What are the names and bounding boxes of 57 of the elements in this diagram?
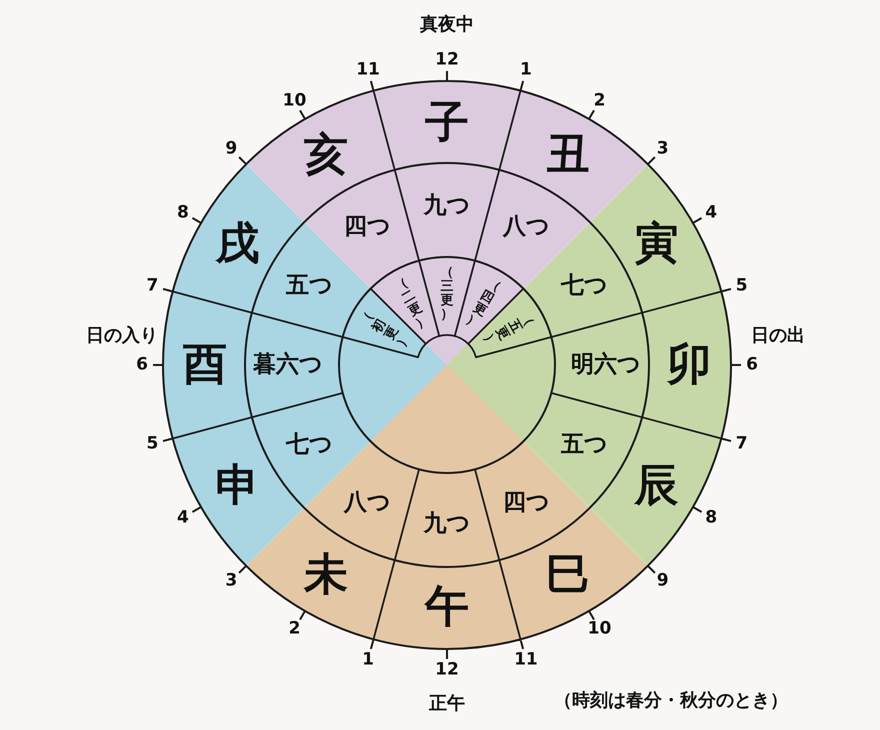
sector-label: 七つ	[286, 433, 333, 456]
hour-number: 1	[362, 651, 374, 668]
hour-number: 12	[435, 52, 459, 68]
sector-label: 未	[304, 552, 348, 597]
hour-number: 9	[225, 140, 238, 158]
time-label: 日の出	[751, 327, 805, 345]
hour-number: 5	[736, 278, 748, 295]
sector-label: 九つ	[424, 512, 470, 536]
sector-label: 子	[425, 101, 469, 145]
hour-number: 5	[146, 435, 158, 452]
hour-number: 9	[656, 572, 669, 590]
sector-label: 七つ	[561, 274, 608, 297]
hour-number: 10	[588, 620, 612, 638]
hour-number: 6	[746, 356, 758, 374]
hour-number: 7	[736, 435, 748, 452]
ring-sector	[394, 469, 500, 567]
time-label: 日の入り	[86, 327, 158, 345]
hour-number: 4	[705, 204, 718, 221]
sector-label: 卯	[667, 343, 711, 387]
ring-sector	[373, 560, 521, 649]
sector-label: 九つ	[424, 194, 470, 218]
sector-label: 戌	[215, 222, 260, 266]
hour-number: 4	[176, 509, 189, 526]
hour-number: 3	[656, 140, 669, 158]
hour-number: 2	[288, 620, 300, 638]
hour-number: 7	[146, 278, 158, 295]
sector-label: 巳	[546, 552, 590, 597]
sector-label: 八つ	[503, 216, 550, 239]
sector-label: 四つ	[503, 491, 550, 514]
time-label: 真夜中	[420, 16, 474, 34]
hour-number: 8	[705, 509, 718, 526]
hour-number: 11	[356, 62, 380, 79]
sector-label: 四つ	[344, 216, 391, 239]
sector-label: 五つ	[286, 274, 333, 297]
sector-label: 酉	[183, 343, 227, 387]
sector-label: 八つ	[344, 491, 391, 514]
note-text: （時刻は春分・秋分のとき）	[554, 692, 788, 710]
ring-sector	[373, 81, 521, 170]
sector-label: 明六つ	[571, 354, 641, 376]
hour-number: 11	[514, 651, 538, 668]
sector-label: 午	[425, 585, 469, 629]
sector-label: 寅	[634, 222, 679, 266]
sector-label: 暮六つ	[253, 354, 323, 376]
hour-number: 8	[176, 204, 189, 221]
hour-number: 6	[136, 356, 148, 374]
sector-label: 丑	[546, 133, 590, 178]
sector-label: 申	[215, 464, 260, 508]
sector-label: 辰	[634, 464, 679, 508]
sector-label: 五つ	[561, 433, 608, 456]
sector-label: 亥	[304, 133, 348, 178]
hour-number: 2	[594, 92, 606, 110]
hour-number: 10	[282, 92, 306, 110]
hour-number: 1	[520, 62, 532, 79]
hour-number: 3	[225, 572, 238, 590]
time-label: 正午	[429, 695, 465, 713]
sector-label: （三更）	[440, 266, 454, 322]
hour-number: 12	[435, 662, 459, 678]
